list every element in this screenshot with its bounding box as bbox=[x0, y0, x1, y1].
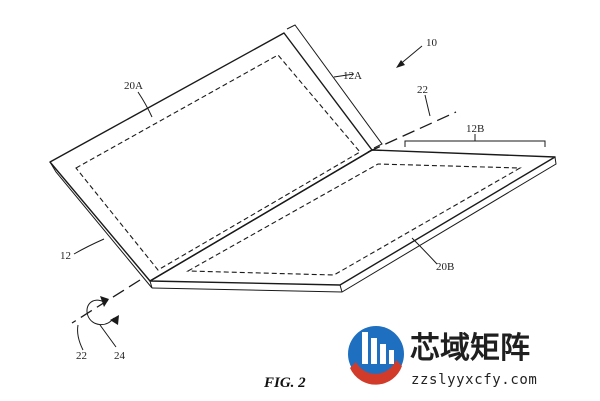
watermark-url: zzslyyxcfy.com bbox=[411, 372, 537, 388]
display-region-20b bbox=[185, 163, 522, 276]
leader-12 bbox=[73, 238, 105, 255]
label-12: 12 bbox=[60, 250, 71, 262]
watermark-logo-icon bbox=[348, 326, 404, 385]
label-22-top: 22 bbox=[417, 84, 428, 96]
label-10: 10 bbox=[426, 37, 438, 49]
rotation-arrow-24 bbox=[86, 296, 119, 325]
leader-22-top bbox=[424, 94, 431, 117]
housing-portion-12b bbox=[149, 149, 557, 293]
housing-portion-12a bbox=[49, 32, 373, 289]
bracket-12a bbox=[286, 24, 383, 149]
label-12a: 12A bbox=[343, 70, 362, 82]
label-24: 24 bbox=[114, 350, 126, 362]
label-20a: 20A bbox=[124, 80, 143, 92]
figure-caption: FIG. 2 bbox=[263, 375, 306, 391]
label-22-bottom: 22 bbox=[76, 350, 87, 362]
leader-22-bottom bbox=[77, 324, 84, 351]
leader-20a bbox=[137, 91, 153, 118]
label-20b: 20B bbox=[436, 261, 454, 273]
watermark-name: 芯域矩阵 bbox=[410, 331, 530, 366]
leader-20b bbox=[411, 237, 438, 265]
label-12b: 12B bbox=[466, 123, 484, 135]
bracket-12b bbox=[404, 140, 546, 147]
display-region-20a bbox=[75, 54, 361, 271]
arrow-10 bbox=[396, 45, 423, 68]
fold-axis-upper bbox=[367, 111, 457, 153]
leader-12a bbox=[333, 73, 355, 78]
leader-24 bbox=[99, 324, 117, 348]
